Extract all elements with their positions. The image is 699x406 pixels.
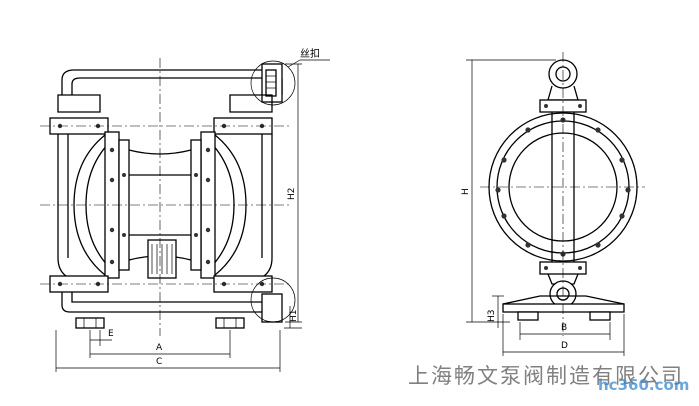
dim-h-label: H xyxy=(461,188,471,195)
front-view xyxy=(40,58,330,372)
dim-h2-label: H2 xyxy=(287,188,297,201)
company-footer: 上海畅文泵阀制造有限公司 xyxy=(408,364,684,388)
dim-h3-label: H3 xyxy=(487,310,497,323)
dim-c-label: C xyxy=(156,357,162,367)
dim-a-label: A xyxy=(156,343,163,353)
dim-e-label: E xyxy=(108,329,114,339)
dim-d-label: D xyxy=(561,341,568,351)
side-view xyxy=(466,52,645,356)
thread-label: 丝扣 xyxy=(300,47,320,60)
watermark: hc360.com xyxy=(598,376,690,394)
dim-b-label: B xyxy=(561,323,567,333)
dim-h1-label: H1 xyxy=(289,310,299,323)
